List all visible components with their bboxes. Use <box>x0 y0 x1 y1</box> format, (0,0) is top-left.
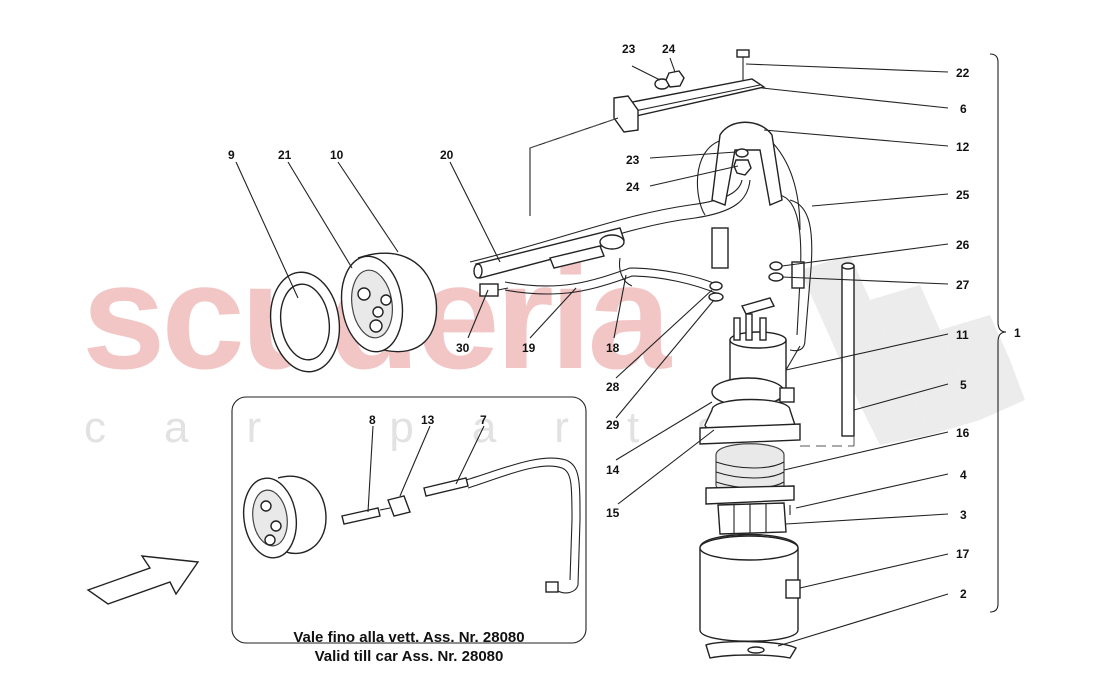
callout-22: 22 <box>956 66 970 80</box>
callout-5: 5 <box>960 378 967 392</box>
callout-17: 17 <box>956 547 970 561</box>
callout-6: 6 <box>960 102 967 116</box>
fitting <box>479 283 509 297</box>
watermark-sub: car parts <box>84 403 777 452</box>
callout-23-top: 23 <box>622 42 636 56</box>
washer <box>709 281 723 291</box>
callout-23-mid: 23 <box>626 153 640 167</box>
direction-arrow <box>86 555 200 605</box>
callout-29: 29 <box>606 418 620 432</box>
checkered-flag-watermark <box>800 255 1025 445</box>
fuel-pump-assembly <box>699 313 801 659</box>
callout-4: 4 <box>960 468 967 482</box>
callout-10: 10 <box>330 148 344 162</box>
callout-14: 14 <box>606 463 620 477</box>
inset-line-parts <box>341 457 581 594</box>
leader-lines <box>235 57 949 647</box>
callout-9: 9 <box>228 148 235 162</box>
washer <box>769 261 783 271</box>
assembly-bracket <box>989 53 1007 613</box>
callout-20: 20 <box>440 148 454 162</box>
washer <box>735 148 749 158</box>
callout-26: 26 <box>956 238 970 252</box>
fuel-sender-flange <box>269 252 438 373</box>
support-bracket <box>613 78 766 133</box>
callout-2: 2 <box>960 587 967 601</box>
callout-1: 1 <box>1014 326 1021 340</box>
callout-21: 21 <box>278 148 292 162</box>
washer <box>768 272 784 282</box>
dashed-guides <box>529 117 855 447</box>
connector <box>740 297 776 315</box>
level-rod <box>841 265 855 437</box>
nut <box>665 70 685 88</box>
inset-caption-english: Valid till car Ass. Nr. 28080 <box>315 648 504 665</box>
callout-24-mid: 24 <box>626 180 640 194</box>
callout-18: 18 <box>606 341 620 355</box>
callout-11: 11 <box>956 328 969 342</box>
callout-28: 28 <box>606 380 620 394</box>
rigid-tube <box>473 227 625 279</box>
callout-8: 8 <box>369 413 376 427</box>
bolt <box>736 49 750 80</box>
inset-flange <box>242 475 327 559</box>
callout-7: 7 <box>480 413 487 427</box>
nut <box>733 159 752 176</box>
washer <box>708 292 724 302</box>
callout-30: 30 <box>456 341 470 355</box>
callout-16: 16 <box>956 426 970 440</box>
callout-3: 3 <box>960 508 967 522</box>
callout-15: 15 <box>606 506 620 520</box>
callout-25: 25 <box>956 188 970 202</box>
callout-24-top: 24 <box>662 42 676 56</box>
callout-12: 12 <box>956 140 970 154</box>
mounting-flange <box>711 121 805 289</box>
inset-caption-italian: Vale fino alla vett. Ass. Nr. 28080 <box>293 629 524 646</box>
callout-13: 13 <box>421 413 435 427</box>
callout-27: 27 <box>956 278 970 292</box>
callout-19: 19 <box>522 341 536 355</box>
inset-frame <box>231 396 587 644</box>
